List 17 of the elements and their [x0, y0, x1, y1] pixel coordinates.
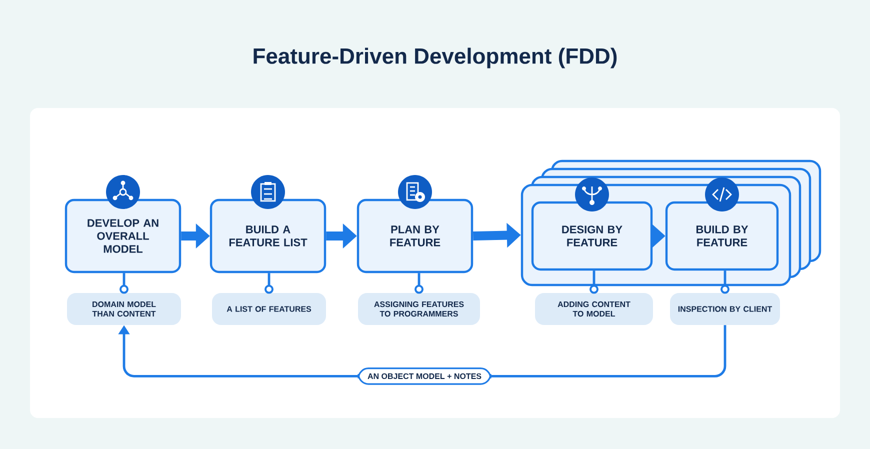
process-box: DESIGN BY FEATURE: [531, 201, 653, 271]
connector-line: [264, 273, 274, 294]
connector-line: [590, 270, 598, 294]
process-box: DEVELOP AN OVERALL MODEL: [64, 198, 182, 274]
connector-line: [720, 270, 730, 294]
note-pill: A LIST OF FEATURES: [212, 293, 326, 325]
edge-label: AN OBJECT MODEL + NOTES: [358, 368, 492, 385]
note-pill: ADDING CONTENT TO MODEL: [535, 293, 653, 325]
process-box: BUILD A FEATURE LIST: [210, 198, 326, 274]
title: Feature-Driven Development (FDD): [254, 48, 617, 68]
connector-line: [414, 273, 424, 294]
note-pill: DOMAIN MODEL THAN CONTENT: [67, 293, 181, 325]
process-box: BUILD BY FEATURE: [665, 201, 779, 271]
connector-line: [120, 273, 128, 294]
note-pill: INSPECTION BY CLIENT: [670, 293, 780, 325]
note-pill: ASSIGNING FEATURES TO PROGRAMMERS: [358, 293, 480, 325]
process-box: PLAN BY FEATURE: [356, 198, 474, 274]
